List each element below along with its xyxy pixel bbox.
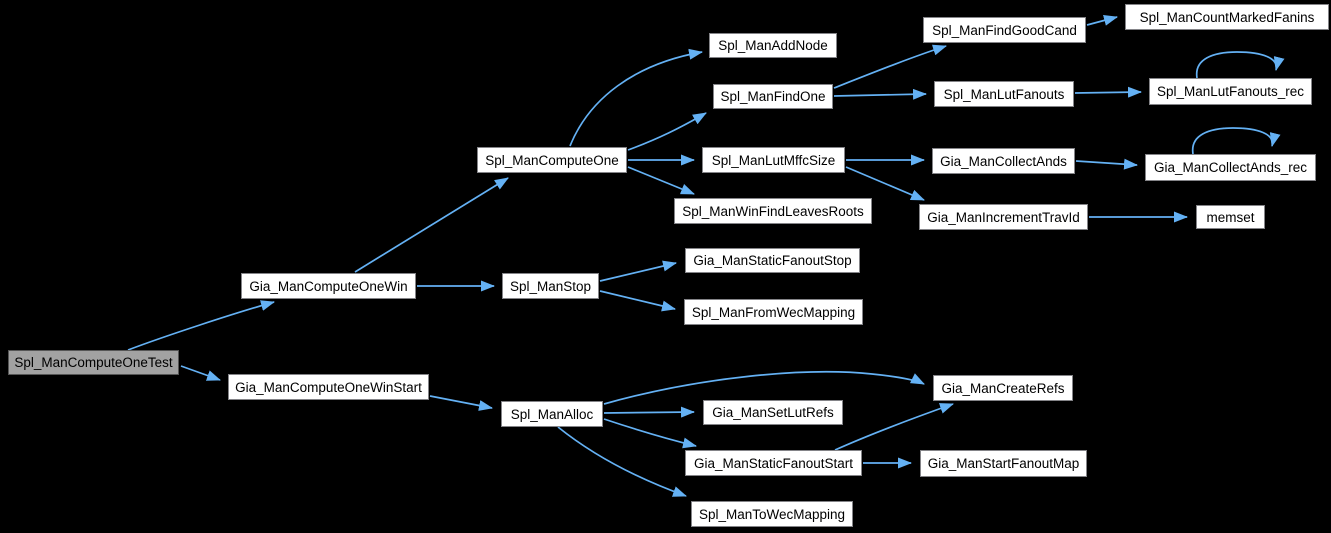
call-edge-spl-man-compute-one--spl-man-add-node xyxy=(569,48,703,147)
call-edge-spl-man-lut-fanouts--spl-man-lut-fanouts-rec xyxy=(1074,86,1142,98)
graph-node-gia-man-static-fanout-stop[interactable]: Gia_ManStaticFanoutStop xyxy=(685,248,860,273)
graph-node-spl-man-compute-one[interactable]: Spl_ManComputeOne xyxy=(477,147,627,173)
call-edge-gia-man-compute-one-win--spl-man-compute-one xyxy=(354,177,509,273)
call-edge-spl-man-compute-one--spl-man-find-one xyxy=(627,112,707,151)
graph-node-gia-man-compute-one-win-start[interactable]: Gia_ManComputeOneWinStart xyxy=(228,374,429,400)
graph-node-spl-man-win-find-leaves-roots[interactable]: Spl_ManWinFindLeavesRoots xyxy=(674,198,872,224)
graph-node-spl-man-find-one[interactable]: Spl_ManFindOne xyxy=(713,84,833,109)
call-edge-spl-man-compute-one-test--gia-man-compute-one-win xyxy=(127,300,275,351)
graph-node-spl-man-lut-fanouts[interactable]: Spl_ManLutFanouts xyxy=(934,81,1074,107)
graph-node-spl-man-alloc[interactable]: Spl_ManAlloc xyxy=(501,401,603,427)
graph-node-spl-man-lut-mffc-size[interactable]: Spl_ManLutMffcSize xyxy=(702,147,845,173)
call-edge-spl-man-compute-one--spl-man-win-find-leaves-roots xyxy=(627,166,695,195)
graph-node-gia-man-create-refs[interactable]: Gia_ManCreateRefs xyxy=(933,375,1073,401)
graph-node-spl-man-from-wec-mapping[interactable]: Spl_ManFromWecMapping xyxy=(684,299,863,325)
graph-node-gia-man-increment-trav-id[interactable]: Gia_ManIncrementTravId xyxy=(919,204,1088,230)
graph-node-gia-man-static-fanout-start[interactable]: Gia_ManStaticFanoutStart xyxy=(685,450,862,476)
call-edge-spl-man-lut-mffc-size--gia-man-increment-trav-id xyxy=(845,166,925,201)
graph-node-spl-man-to-wec-mapping[interactable]: Spl_ManToWecMapping xyxy=(691,501,853,527)
graph-node-spl-man-count-marked-fanins[interactable]: Spl_ManCountMarkedFanins xyxy=(1125,4,1329,30)
call-edge-spl-man-alloc--gia-man-create-refs xyxy=(603,371,925,405)
graph-node-spl-man-compute-one-test[interactable]: Spl_ManComputeOneTest xyxy=(8,350,179,375)
graph-node-spl-man-find-good-cand[interactable]: Spl_ManFindGoodCand xyxy=(923,17,1086,43)
graph-node-gia-man-set-lut-refs[interactable]: Gia_ManSetLutRefs xyxy=(703,400,843,425)
graph-node-gia-man-compute-one-win[interactable]: Gia_ManComputeOneWin xyxy=(241,273,416,299)
graph-node-gia-man-collect-ands-rec[interactable]: Gia_ManCollectAnds_rec xyxy=(1145,154,1316,181)
call-edge-gia-man-compute-one-win-start--spl-man-alloc xyxy=(429,395,493,411)
graph-node-spl-man-lut-fanouts-rec[interactable]: Spl_ManLutFanouts_rec xyxy=(1149,78,1312,105)
call-edge-spl-man-find-one--spl-man-find-good-cand xyxy=(833,44,947,89)
call-edge-spl-man-find-good-cand--spl-man-count-marked-fanins xyxy=(1086,15,1118,26)
call-edge-spl-man-compute-one-test--gia-man-compute-one-win-start xyxy=(180,365,221,381)
self-loop-edge-gia-man-collect-ands-rec--gia-man-collect-ands-rec xyxy=(1192,127,1281,155)
call-edge-spl-man-alloc--gia-man-set-lut-refs xyxy=(603,406,695,418)
self-loop-edge-spl-man-lut-fanouts-rec--spl-man-lut-fanouts-rec xyxy=(1196,51,1285,79)
call-edge-gia-man-static-fanout-start--gia-man-create-refs xyxy=(834,403,954,451)
graph-node-spl-man-add-node[interactable]: Spl_ManAddNode xyxy=(709,33,837,58)
graph-node-gia-man-collect-ands[interactable]: Gia_ManCollectAnds xyxy=(932,148,1075,174)
call-edge-spl-man-stop--spl-man-from-wec-mapping xyxy=(599,290,676,312)
call-edge-gia-man-collect-ands--gia-man-collect-ands-rec xyxy=(1075,158,1138,170)
graph-node-gia-man-start-fanout-map[interactable]: Gia_ManStartFanoutMap xyxy=(920,450,1087,477)
call-edge-spl-man-stop--gia-man-static-fanout-stop xyxy=(599,260,677,282)
graph-node-spl-man-stop[interactable]: Spl_ManStop xyxy=(502,273,599,299)
graph-node-memset[interactable]: memset xyxy=(1196,205,1265,229)
call-edge-spl-man-alloc--gia-man-static-fanout-start xyxy=(603,418,697,449)
call-edge-spl-man-find-one--spl-man-lut-fanouts xyxy=(833,88,927,100)
call-edge-spl-man-alloc--spl-man-to-wec-mapping xyxy=(557,426,687,497)
